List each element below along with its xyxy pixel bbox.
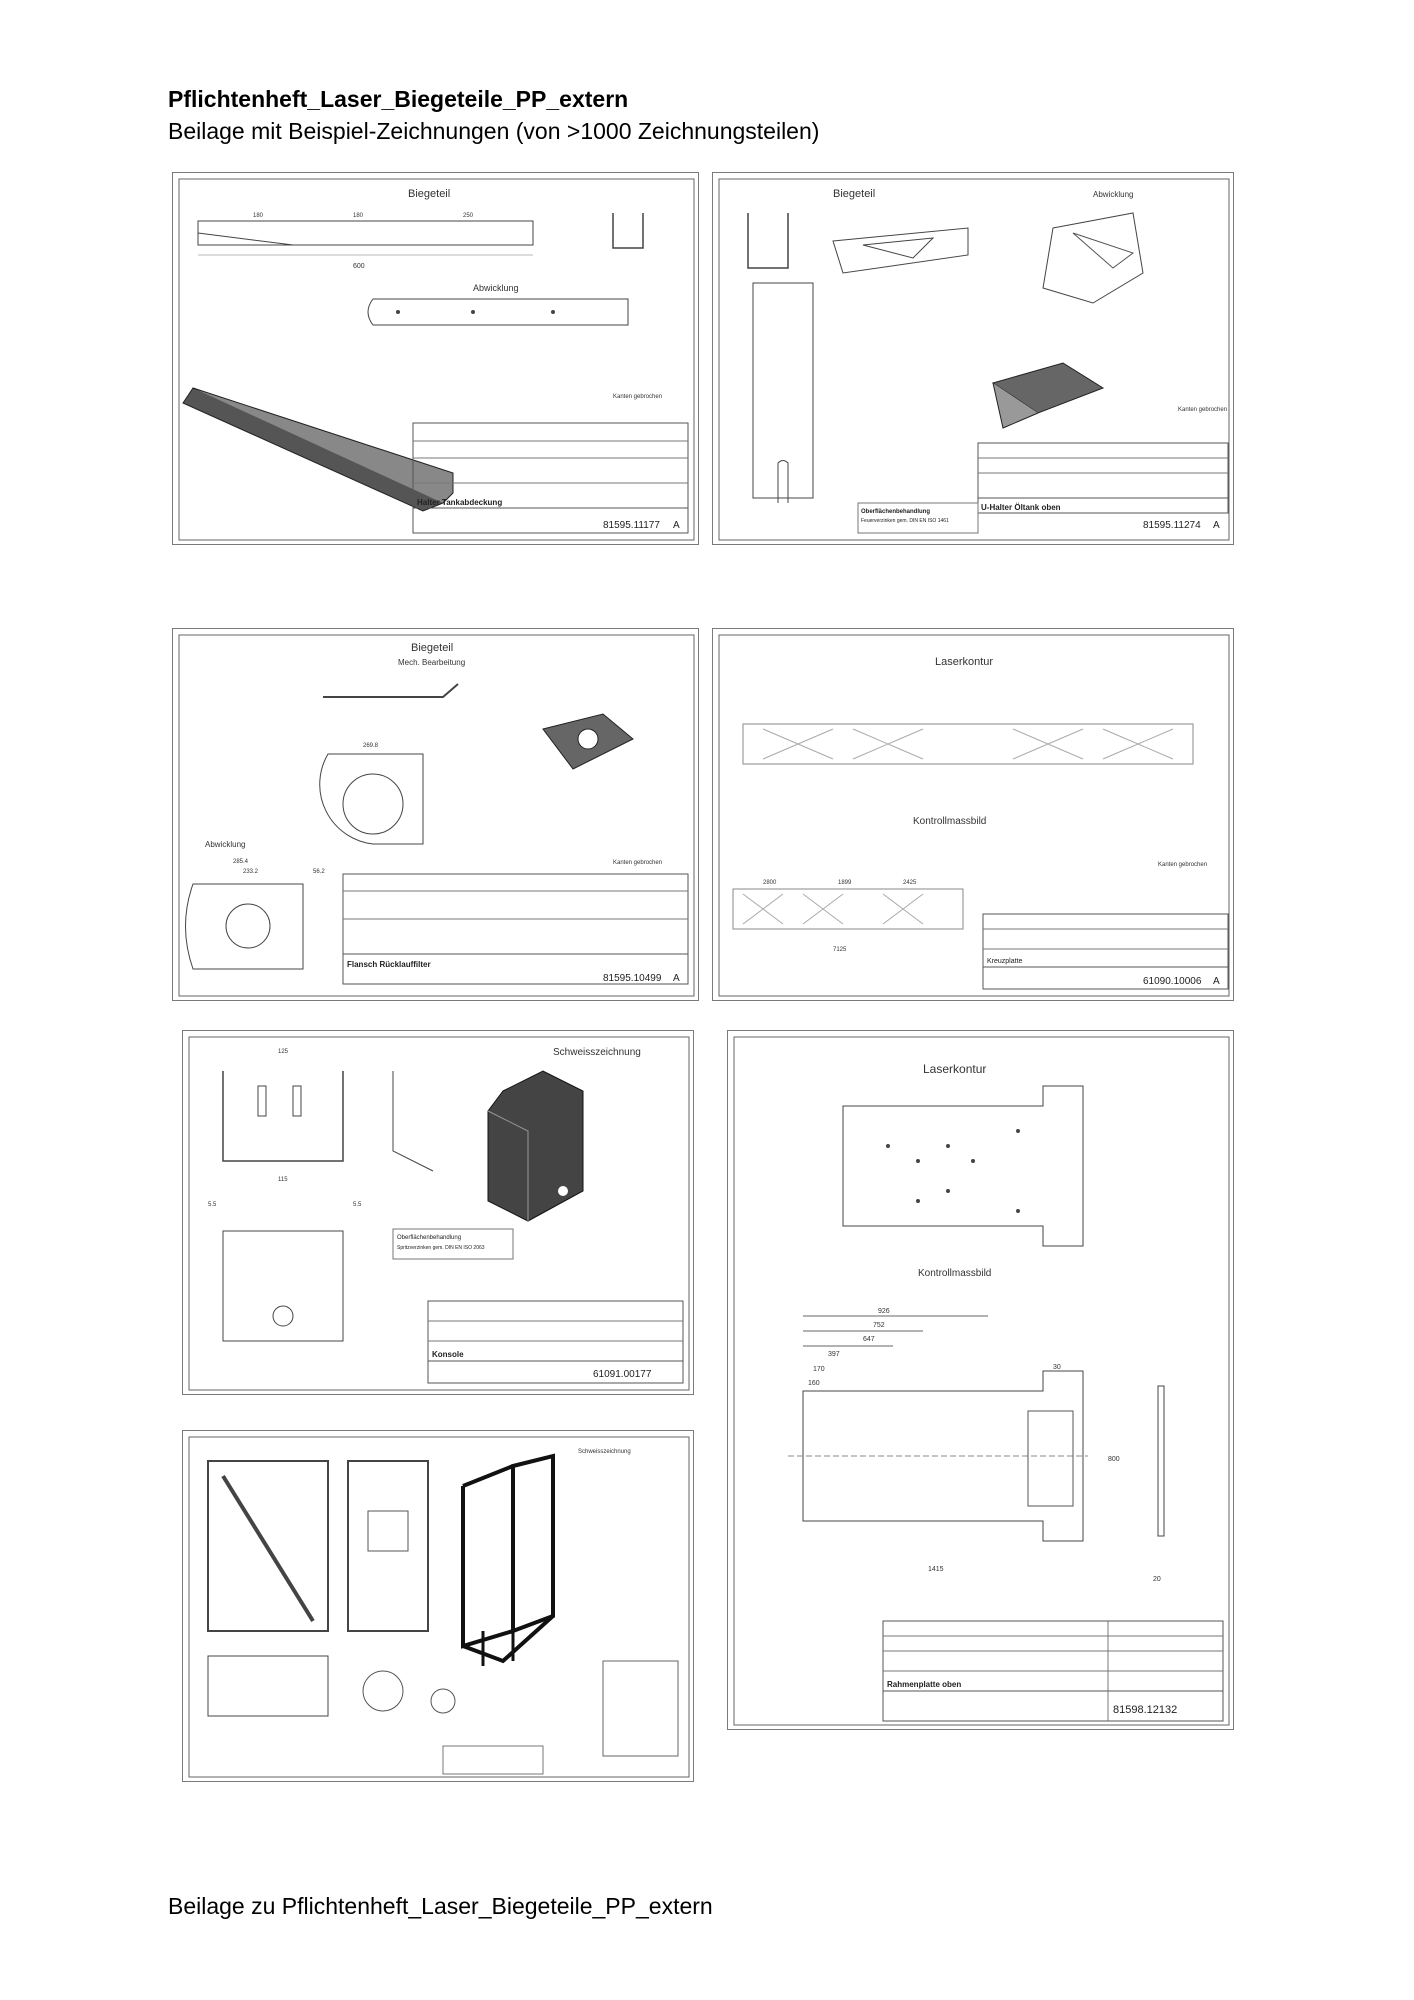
drawing-sheet-5: Schweisszeichnung 125 115 5.5 5.5 Oberfl… bbox=[182, 1030, 694, 1395]
drawing-5-surface-text: Spritzverzinken gem. DIN EN ISO 2063 bbox=[397, 1245, 485, 1251]
drawing-2-part-name: U-Halter Öltank oben bbox=[981, 503, 1061, 512]
drawing-sheet-1: Biegeteil 600 180 180 250 Abwicklung Kan… bbox=[172, 172, 699, 545]
drawing-6-dim-g: 1415 bbox=[928, 1566, 944, 1573]
drawing-4-dim-c: 2425 bbox=[903, 880, 917, 886]
drawing-sheet-3: Biegeteil Mech. Bearbeitung 269.8 Abwick… bbox=[172, 628, 699, 1001]
drawing-1-dim-a: 180 bbox=[253, 213, 264, 219]
drawing-6-dim-f: 160 bbox=[808, 1380, 820, 1387]
drawing-sheet-4: Laserkontur Kontrollmassbild 2800 1899 2… bbox=[712, 628, 1234, 1001]
drawing-5-surface-title: Oberflächenbehandlung bbox=[397, 1235, 461, 1241]
drawing-3-part-number: 81595.10499 bbox=[603, 973, 662, 984]
drawing-2-surface-title: Oberflächenbehandlung bbox=[861, 509, 930, 515]
drawing-6-dim-h: 800 bbox=[1108, 1456, 1120, 1463]
drawing-5-graphic: Schweisszeichnung 125 115 5.5 5.5 Oberfl… bbox=[188, 1036, 690, 1391]
document-title: Pflichtenheft_Laser_Biegeteile_PP_extern bbox=[168, 86, 629, 112]
drawing-5-part-name: Konsole bbox=[432, 1350, 464, 1359]
drawing-6-dim-i: 30 bbox=[1053, 1364, 1061, 1371]
drawing-5-heading: Schweisszeichnung bbox=[553, 1047, 641, 1058]
drawing-2-heading: Biegeteil bbox=[833, 188, 875, 200]
drawing-sheet-7: Schweisszeichnung bbox=[182, 1430, 694, 1782]
drawing-1-dim-b: 180 bbox=[353, 213, 364, 219]
drawing-4-dim-d: 7125 bbox=[833, 947, 847, 953]
drawing-5-dim-b: 115 bbox=[278, 1177, 288, 1183]
drawing-4-graphic: Laserkontur Kontrollmassbild 2800 1899 2… bbox=[718, 634, 1230, 997]
drawing-1-revision: A bbox=[673, 520, 680, 531]
drawing-3-dim-a: 269.8 bbox=[363, 743, 379, 749]
drawing-5-dim-a: 125 bbox=[278, 1049, 289, 1055]
drawing-4-part-number: 61090.10006 bbox=[1143, 976, 1202, 987]
drawing-6-dim-c: 647 bbox=[863, 1336, 875, 1343]
drawing-4-part-name: Kreuzplatte bbox=[987, 958, 1023, 965]
drawing-1-dim-c: 250 bbox=[463, 213, 474, 219]
drawing-2-part-number: 81595.11274 bbox=[1143, 520, 1201, 531]
drawing-4-heading: Laserkontur bbox=[935, 656, 993, 668]
drawing-3-dim-d: 56.2 bbox=[313, 869, 325, 875]
drawing-6-graphic: Laserkontur Kontrollmassbild 926 752 647… bbox=[733, 1036, 1230, 1726]
drawing-4-note: Kanten gebrochen bbox=[1158, 862, 1207, 868]
drawing-1-dim-length: 600 bbox=[353, 263, 365, 270]
drawing-6-dim-a: 926 bbox=[878, 1308, 890, 1315]
drawing-sheet-6: Laserkontur Kontrollmassbild 926 752 647… bbox=[727, 1030, 1234, 1730]
drawing-4-dim-b: 1899 bbox=[838, 880, 852, 886]
drawing-3-dim-c: 233.2 bbox=[243, 869, 259, 875]
drawing-1-note: Kanten gebrochen bbox=[613, 394, 662, 400]
drawing-1-part-name: Halter Tankabdeckung bbox=[417, 498, 502, 507]
drawing-6-subheading: Kontrollmassbild bbox=[918, 1268, 991, 1279]
drawing-sheet-2: Biegeteil Abwicklung Kanten gebrochen Ob… bbox=[712, 172, 1234, 545]
document-footer: Beilage zu Pflichtenheft_Laser_Biegeteil… bbox=[168, 1893, 713, 1919]
drawing-3-revision: A bbox=[673, 973, 680, 984]
drawing-5-part-number: 61091.00177 bbox=[593, 1369, 652, 1380]
drawing-3-part-name: Flansch Rücklauffilter bbox=[347, 960, 431, 969]
drawing-2-note: Kanten gebrochen bbox=[1178, 407, 1227, 413]
drawing-3-heading: Biegeteil bbox=[411, 642, 453, 654]
drawing-4-subheading: Kontrollmassbild bbox=[913, 816, 986, 827]
drawing-5-dim-c: 5.5 bbox=[208, 1202, 217, 1208]
drawing-2-surface-text: Feuerverzinken gem. DIN EN ISO 1461 bbox=[861, 518, 949, 524]
drawing-2-subheading: Abwicklung bbox=[1093, 190, 1133, 199]
drawing-4-dim-a: 2800 bbox=[763, 880, 777, 886]
drawing-6-heading: Laserkontur bbox=[923, 1062, 986, 1076]
drawing-6-part-name: Rahmenplatte oben bbox=[887, 1680, 961, 1689]
drawing-6-dim-b: 752 bbox=[873, 1322, 885, 1329]
drawing-6-part-number: 81598.12132 bbox=[1113, 1704, 1177, 1716]
drawing-3-subheading-2: Mech. Bearbeitung bbox=[398, 658, 465, 667]
drawing-7-heading: Schweisszeichnung bbox=[578, 1449, 631, 1455]
drawing-3-dim-b: 285.4 bbox=[233, 859, 249, 865]
drawing-6-dim-d: 397 bbox=[828, 1351, 840, 1358]
drawing-3-graphic: Biegeteil Mech. Bearbeitung 269.8 Abwick… bbox=[178, 634, 695, 997]
drawing-1-graphic: Biegeteil 600 180 180 250 Abwicklung Kan… bbox=[178, 178, 695, 541]
drawing-1-subheading: Abwicklung bbox=[473, 283, 519, 293]
drawing-5-dim-d: 5.5 bbox=[353, 1202, 362, 1208]
drawing-7-graphic: Schweisszeichnung bbox=[188, 1436, 690, 1778]
drawing-1-heading: Biegeteil bbox=[408, 188, 450, 200]
drawing-3-subheading: Abwicklung bbox=[205, 840, 245, 849]
drawing-2-graphic: Biegeteil Abwicklung Kanten gebrochen Ob… bbox=[718, 178, 1230, 541]
drawing-6-dim-e: 170 bbox=[813, 1366, 825, 1373]
document-subtitle: Beilage mit Beispiel-Zeichnungen (von >1… bbox=[168, 118, 820, 144]
drawing-4-revision: A bbox=[1213, 976, 1220, 987]
drawing-6-dim-j: 20 bbox=[1153, 1576, 1161, 1583]
drawing-3-note: Kanten gebrochen bbox=[613, 860, 662, 866]
drawing-2-revision: A bbox=[1213, 520, 1220, 531]
drawing-1-part-number: 81595.11177 bbox=[603, 520, 660, 531]
